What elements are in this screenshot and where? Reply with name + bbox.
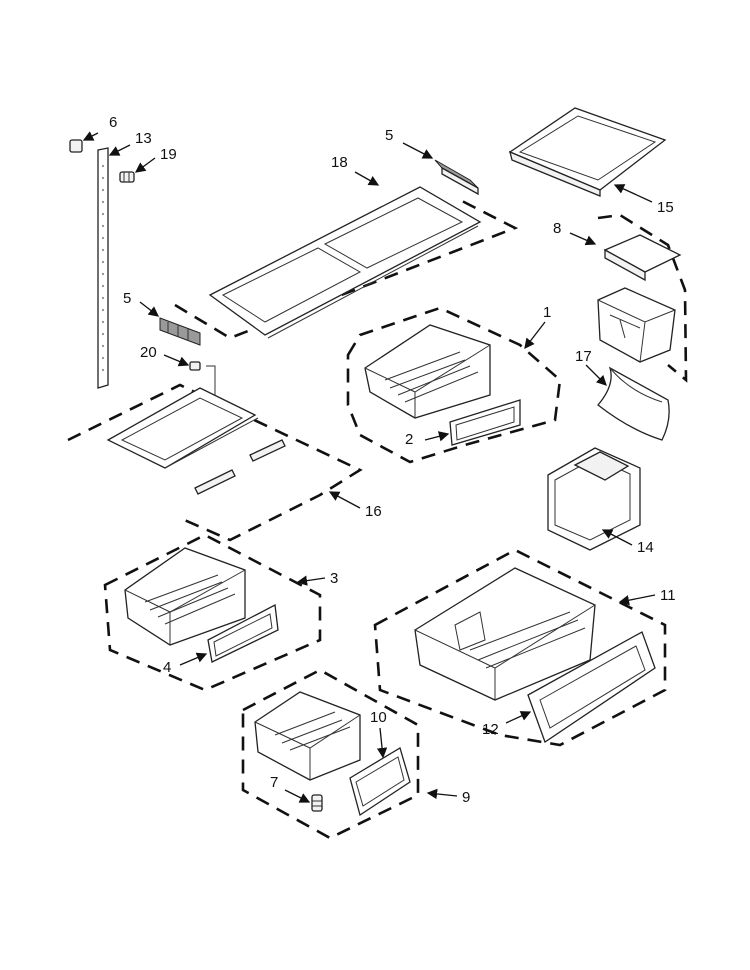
group-outline-16 bbox=[67, 383, 363, 542]
callout-16: 16 bbox=[365, 503, 382, 520]
callout-7: 7 bbox=[270, 774, 278, 791]
part-6-cap bbox=[69, 139, 83, 153]
group-outline-11 bbox=[373, 548, 667, 747]
part-7-screw bbox=[311, 794, 323, 812]
callout-17: 17 bbox=[575, 348, 592, 365]
callout-15: 15 bbox=[657, 199, 674, 216]
leader-lines bbox=[82, 131, 656, 803]
callout-11: 11 bbox=[660, 587, 676, 604]
group-outline-3 bbox=[103, 533, 322, 692]
part-19-screw bbox=[119, 171, 135, 183]
group-outline-1 bbox=[346, 306, 562, 464]
part-16-glass-shelf bbox=[106, 387, 259, 469]
callout-12: 12 bbox=[482, 721, 499, 738]
part-18-glass-shelf bbox=[208, 186, 482, 339]
part-14-assembly bbox=[547, 447, 641, 551]
part-3-crisper-pan bbox=[124, 547, 246, 646]
part-5-end-cap-top bbox=[434, 159, 479, 196]
part-8-bin bbox=[597, 287, 676, 363]
callout-3: 3 bbox=[330, 570, 338, 587]
callout-6: 6 bbox=[109, 114, 117, 131]
part-12-front-panel bbox=[527, 631, 656, 744]
part-20-clip bbox=[189, 361, 216, 395]
part-16-bracket-left bbox=[194, 469, 236, 495]
callout-4: 4 bbox=[163, 659, 171, 676]
callout-19: 19 bbox=[160, 146, 177, 163]
part-5-end-cap-left bbox=[159, 317, 201, 346]
callout-14: 14 bbox=[637, 539, 654, 556]
callout-2: 2 bbox=[405, 431, 413, 448]
part-13-rail bbox=[97, 147, 109, 389]
group-outline-9 bbox=[241, 668, 420, 840]
part-9-drawer bbox=[254, 691, 361, 781]
callout-1: 1 bbox=[543, 304, 551, 321]
callout-10: 10 bbox=[370, 709, 387, 726]
part-17-cover bbox=[597, 366, 670, 441]
group-outline-8 bbox=[597, 213, 688, 383]
part-16-bracket-right bbox=[249, 439, 286, 462]
group-outline-18 bbox=[174, 198, 519, 340]
part-2-front-panel bbox=[449, 399, 521, 446]
callout-13: 13 bbox=[135, 130, 152, 147]
part-15-shelf bbox=[508, 107, 667, 197]
callout-5-left: 5 bbox=[123, 290, 131, 307]
part-1-crisper-pan bbox=[364, 324, 491, 419]
callout-8: 8 bbox=[553, 220, 561, 237]
part-4-front-panel bbox=[207, 603, 279, 663]
callout-18: 18 bbox=[331, 154, 348, 171]
callout-9: 9 bbox=[462, 789, 470, 806]
part-8-lid bbox=[603, 234, 682, 282]
callout-20: 20 bbox=[140, 344, 157, 361]
callout-5: 5 bbox=[385, 127, 393, 144]
